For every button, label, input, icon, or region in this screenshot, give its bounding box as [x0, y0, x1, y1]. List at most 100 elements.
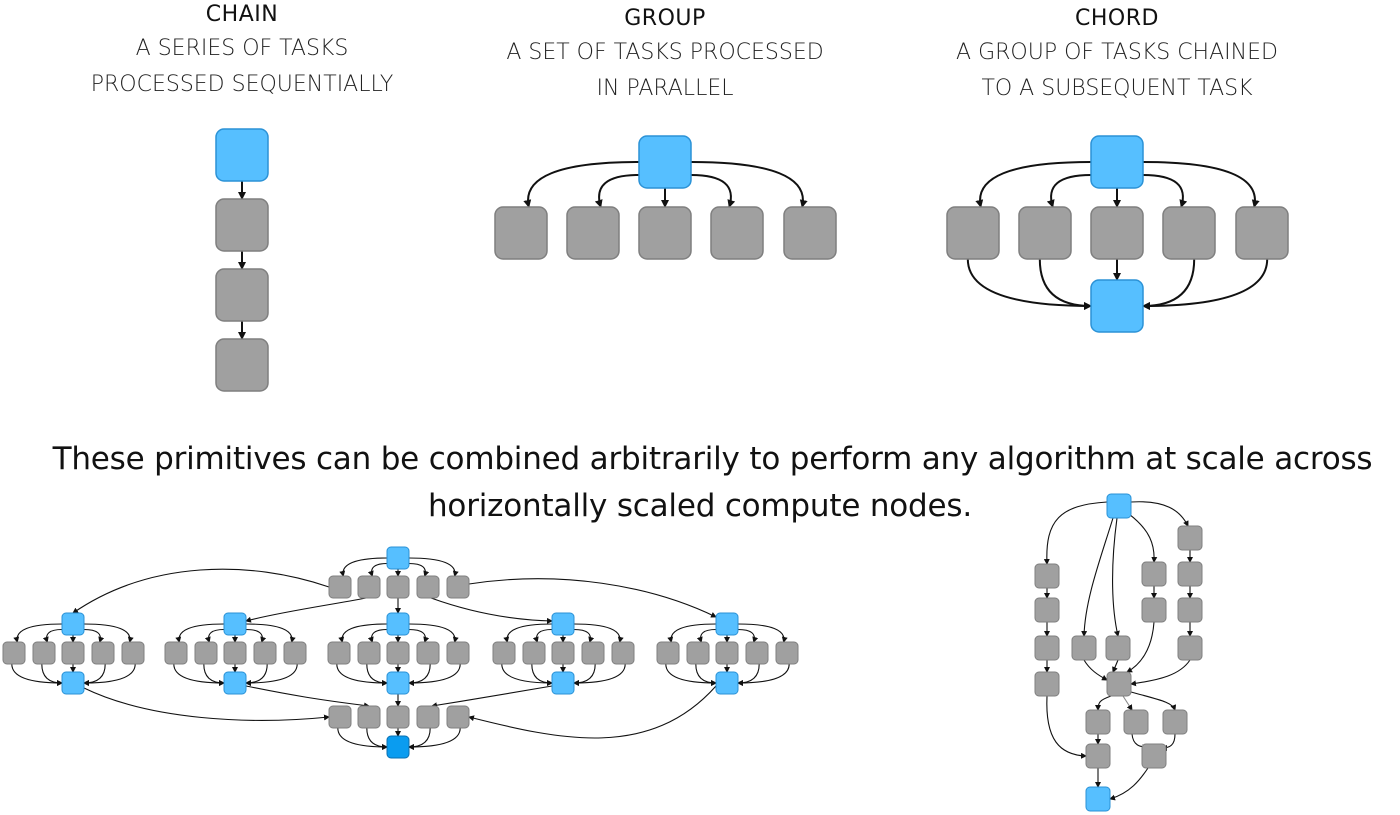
combined-edge: [173, 663, 225, 686]
combined-edge: [573, 623, 624, 643]
dag-edge: [1095, 695, 1112, 711]
combined-chord-header: [386, 612, 410, 636]
combined-edge: [203, 663, 225, 686]
combined-edge: [72, 568, 330, 614]
chain-task: [215, 198, 269, 252]
chord-task: [1090, 206, 1144, 260]
dag-task: [1034, 597, 1060, 623]
combined-edge: [408, 727, 431, 750]
combined-edge: [245, 628, 267, 643]
combined-edge: [737, 663, 790, 686]
combined-edge: [245, 597, 367, 623]
combined-chord-task: [416, 641, 440, 665]
combined-chord-task: [611, 641, 635, 665]
chain-task: [215, 268, 269, 322]
dag-task: [1141, 561, 1167, 587]
combined-edge: [245, 685, 370, 709]
combined-edge: [245, 623, 296, 643]
chord-desc-line2: TO A SUBSEQUENT TASK: [981, 76, 1253, 101]
combined-edge: [573, 628, 595, 643]
combined-edge: [83, 623, 134, 643]
combined-edge: [531, 663, 553, 686]
combined-edge: [408, 562, 430, 577]
chain-title: CHAIN: [205, 2, 279, 27]
dag-edge: [1130, 691, 1177, 711]
group-start-task: [638, 135, 692, 189]
combined-group-task: [357, 575, 381, 599]
combined-chord-task: [745, 641, 769, 665]
combined-edge: [430, 597, 553, 624]
combined-edge: [83, 628, 105, 643]
combined-chord-task: [61, 641, 85, 665]
dag-task: [1177, 561, 1203, 587]
chain-task: [215, 338, 269, 392]
chord-edge: [1142, 161, 1260, 208]
dag-edge: [1081, 517, 1114, 637]
combined-final-group-task: [446, 705, 470, 729]
group-task: [566, 206, 620, 260]
group-edge: [690, 174, 736, 208]
dag-task: [1034, 671, 1060, 697]
combined-chord-task: [121, 641, 145, 665]
dag-root-task: [1106, 493, 1132, 519]
chord-start-task: [1090, 135, 1144, 189]
dag-task: [1177, 635, 1203, 661]
chord-edge: [975, 161, 1092, 208]
combined-chord-task: [551, 641, 575, 665]
dag-edge: [1043, 501, 1108, 565]
chord-edge: [966, 258, 1092, 310]
combined-group-task: [328, 575, 352, 599]
combined-chord-task: [492, 641, 516, 665]
combined-chord-task: [715, 641, 739, 665]
dag-task: [1141, 743, 1167, 769]
group-desc-line1: A SET OF TASKS PROCESSED: [506, 40, 824, 65]
combined-edge: [408, 557, 459, 577]
combined-chord-task: [775, 641, 799, 665]
group-label: GROUP A SET OF TASKS PROCESSED IN PARALL…: [465, 2, 865, 107]
chord-edge: [1142, 258, 1269, 310]
combined-chord-task: [91, 641, 115, 665]
combined-edge: [468, 685, 717, 739]
group-task: [494, 206, 548, 260]
dag-edge: [1130, 659, 1191, 687]
combined-final-group-task: [386, 705, 410, 729]
dag-edge: [1128, 513, 1158, 563]
chord-desc-line1: A GROUP OF TASKS CHAINED: [956, 40, 1278, 65]
chord-edge: [1038, 258, 1092, 310]
combined-chord-task: [581, 641, 605, 665]
group-task: [783, 206, 837, 260]
dag-task: [1085, 709, 1111, 735]
combined-chord-callback: [223, 671, 247, 695]
combined-edge: [204, 628, 225, 643]
group-desc-line2: IN PARALLEL: [596, 76, 734, 101]
combined-chord-header: [715, 612, 739, 636]
combined-chord-task: [164, 641, 188, 665]
combined-root-task: [386, 546, 410, 570]
dag-edge: [1126, 621, 1155, 673]
chain-desc-line1: A SERIES OF TASKS: [135, 36, 349, 61]
dag-edge: [1122, 695, 1133, 711]
dag-edge: [1112, 659, 1119, 673]
combined-edge: [13, 623, 63, 643]
chord-label: CHORD A GROUP OF TASKS CHAINED TO A SUBS…: [917, 2, 1317, 107]
combined-chord-header: [61, 612, 85, 636]
group-edge: [594, 174, 640, 208]
combined-edge: [367, 628, 388, 643]
chord-callback-task: [1090, 279, 1144, 333]
combined-chord-task: [253, 641, 277, 665]
combined-group-task: [416, 575, 440, 599]
combined-edge: [468, 578, 717, 618]
combined-edge: [245, 663, 298, 686]
combined-edge: [367, 562, 388, 577]
caption-line2: horizontally scaled compute nodes.: [427, 488, 973, 524]
dag-task: [1085, 743, 1111, 769]
chord-task: [946, 206, 1000, 260]
combined-edge: [573, 663, 596, 686]
combined-edge: [83, 663, 106, 686]
combined-edge: [408, 663, 461, 686]
group-edge: [690, 161, 808, 208]
chord-title: CHORD: [1075, 6, 1159, 31]
combined-group-task: [386, 575, 410, 599]
caption-line1: These primitives can be combined arbitra…: [52, 441, 1373, 477]
